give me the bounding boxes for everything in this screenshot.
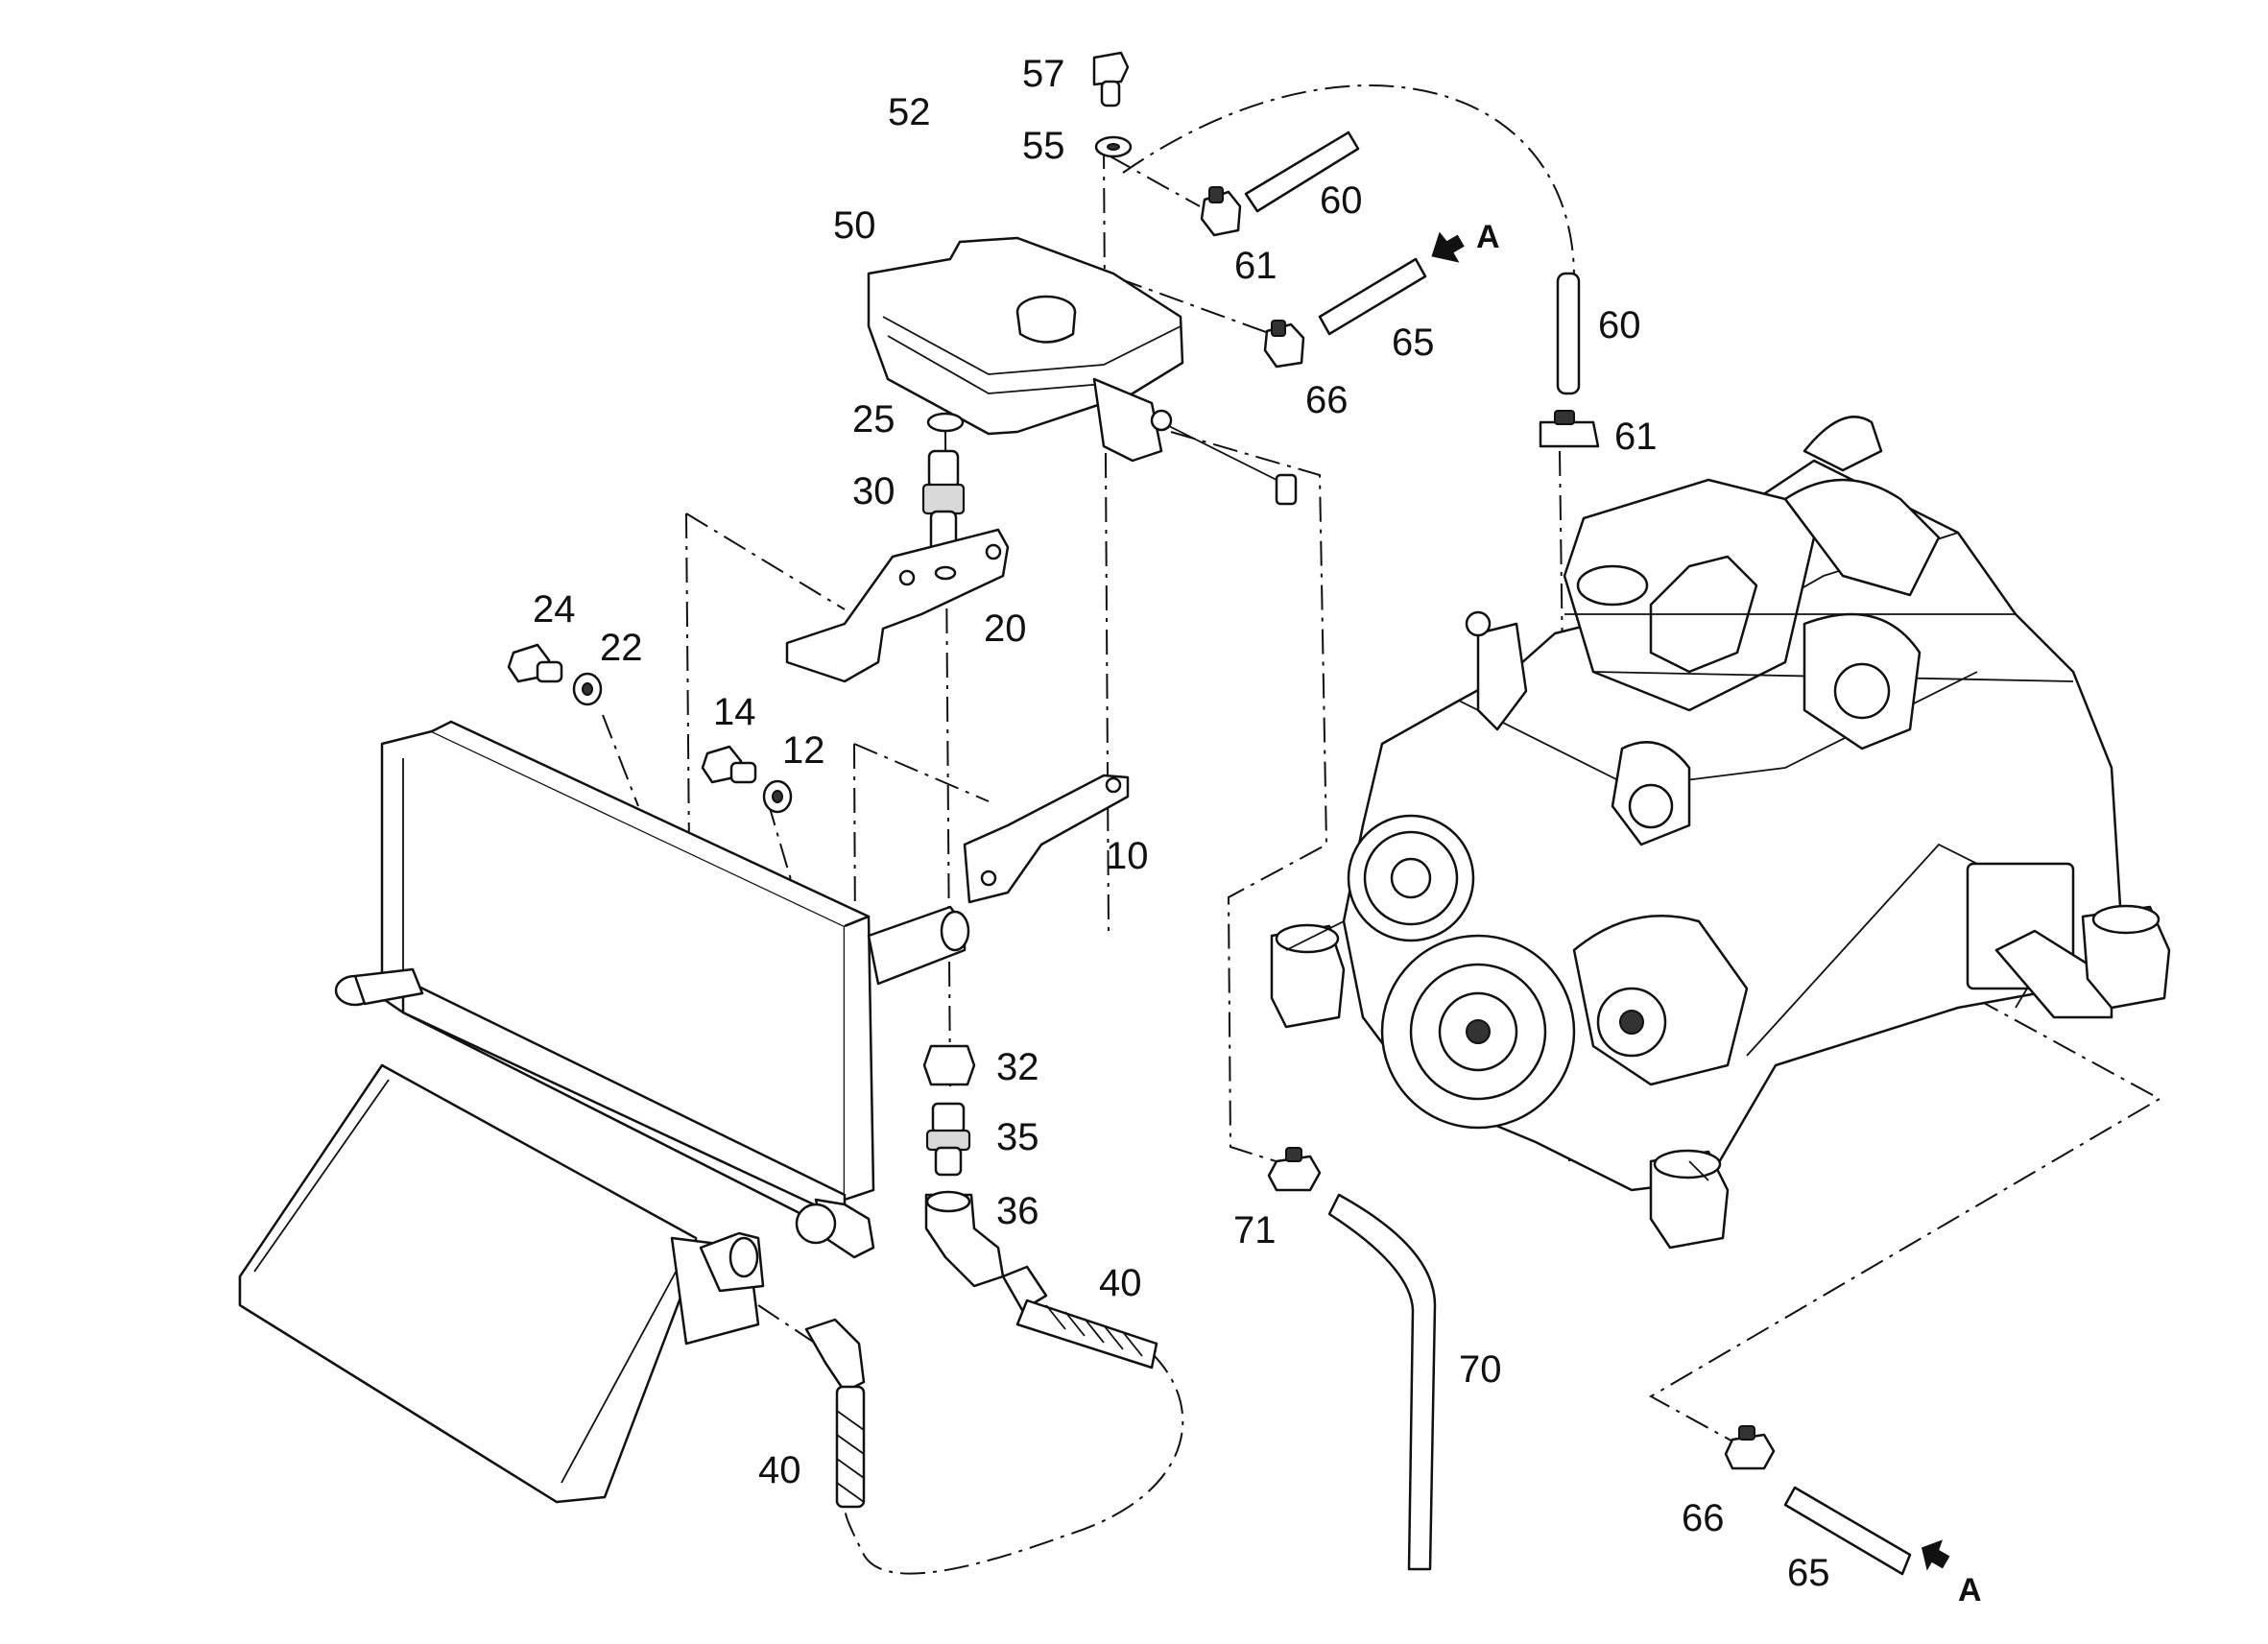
callout-32: 32 — [996, 1046, 1039, 1088]
callout-40-left: 40 — [758, 1449, 801, 1491]
nut-32 — [922, 1044, 976, 1086]
engine — [1270, 416, 2171, 1250]
callout-35: 35 — [996, 1116, 1039, 1158]
callout-55: 55 — [1022, 125, 1065, 167]
callout-65-lower: 65 — [1787, 1552, 1830, 1594]
seal-25 — [926, 412, 965, 433]
callout-57: 57 — [1022, 53, 1065, 95]
callout-22: 22 — [600, 627, 643, 669]
radiator — [334, 720, 970, 1259]
callout-71: 71 — [1233, 1209, 1277, 1251]
hose-60-upper — [1244, 131, 1360, 213]
washer-55 — [1094, 135, 1133, 158]
washer-22 — [572, 672, 603, 706]
callout-40-right: 40 — [1099, 1262, 1142, 1304]
reference-label-A-lower: A — [1958, 1572, 1982, 1608]
callout-70: 70 — [1459, 1348, 1502, 1391]
callout-14: 14 — [713, 691, 756, 733]
reference-arrow-upper — [1431, 231, 1465, 263]
fitting-35 — [925, 1102, 971, 1177]
hose-60-vertical — [1556, 272, 1581, 395]
callout-66-upper: 66 — [1305, 379, 1349, 421]
hose-65-lower — [1783, 1486, 1912, 1576]
callout-12: 12 — [782, 729, 825, 772]
callout-10: 10 — [1106, 835, 1149, 877]
callout-20: 20 — [984, 608, 1027, 650]
callout-66-lower: 66 — [1682, 1497, 1725, 1539]
hose-40-right — [1001, 1265, 1158, 1370]
clamp-71 — [1267, 1147, 1322, 1192]
callout-60-right: 60 — [1598, 304, 1641, 346]
reference-arrow-lower — [1922, 1539, 1950, 1571]
clamp-66-lower — [1724, 1425, 1776, 1470]
callout-24: 24 — [533, 588, 576, 631]
cooler — [238, 1063, 765, 1504]
washer-12 — [762, 779, 793, 814]
callout-50: 50 — [833, 204, 876, 247]
hose-65-upper — [1318, 257, 1427, 336]
hose-70 — [1327, 1193, 1437, 1571]
callout-36: 36 — [996, 1190, 1039, 1232]
callout-25: 25 — [852, 398, 895, 441]
hose-40-left — [804, 1318, 866, 1509]
callout-52: 52 — [888, 91, 931, 133]
clamp-61-right — [1539, 410, 1600, 448]
clamp-61-upper — [1200, 186, 1242, 237]
expansion-tank — [867, 236, 1298, 506]
clamp-66-upper — [1263, 320, 1305, 369]
callout-61-right: 61 — [1614, 416, 1658, 458]
reference-label-A-upper: A — [1476, 219, 1500, 255]
callout-61-upper: 61 — [1234, 245, 1277, 287]
bracket-20 — [785, 528, 1010, 683]
screw-24 — [507, 643, 563, 683]
bracket-10 — [963, 774, 1130, 904]
callout-labels: 57 52 55 50 60 61 65 66 60 61 25 30 20 2… — [533, 53, 1982, 1608]
callout-65-upper: 65 — [1392, 322, 1435, 364]
elbow-36 — [924, 1190, 1005, 1288]
callout-30: 30 — [852, 470, 895, 512]
screw-14 — [701, 745, 757, 784]
screw-57 — [1092, 51, 1130, 107]
callout-60-upper: 60 — [1320, 179, 1363, 222]
